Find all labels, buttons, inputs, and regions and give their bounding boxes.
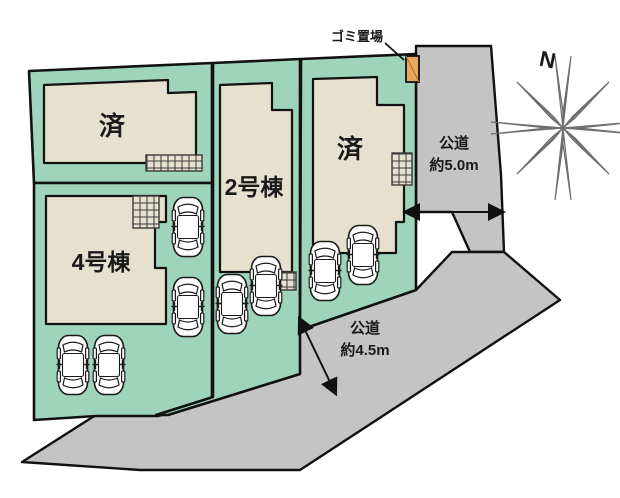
building-sold-right [311,75,406,255]
building-label-sold-top-left: 済 [99,111,126,141]
road-south-dimension [297,315,338,397]
garbage-area-marker[interactable] [405,55,420,83]
parking-space[interactable] [171,196,205,258]
entrance-tile-sold-right [391,152,413,186]
parking-space[interactable] [249,255,283,317]
dimension-arrow-south [297,315,338,397]
building-label-2: 2号棟 [225,174,285,200]
parking-space[interactable] [215,273,249,335]
building-label-sold-right: 済 [337,134,364,164]
compass-rose [490,55,620,201]
road-south-label-line1: 公道 [350,319,380,337]
building-sold-top-left [42,78,198,165]
parking-space[interactable] [92,334,126,396]
building-label-4: 4号棟 [72,249,132,275]
road-east-label-line1: 公道 [439,134,469,152]
compass-north-label: N [537,46,558,74]
entrance-tile-sold-top-left [145,154,203,172]
parking-space[interactable] [308,240,342,302]
entrance-tile-building-4 [132,195,160,229]
parking-space[interactable] [346,224,380,286]
building-2 [218,81,294,274]
road-south-label-line2: 約4.5m [340,341,389,359]
garbage-leader-line [384,42,405,61]
garbage-area-label: ゴミ置場 [331,29,383,44]
parking-space[interactable] [56,334,90,396]
parking-space[interactable] [171,276,205,338]
road-east-label-line2: 約5.0m [429,156,478,174]
